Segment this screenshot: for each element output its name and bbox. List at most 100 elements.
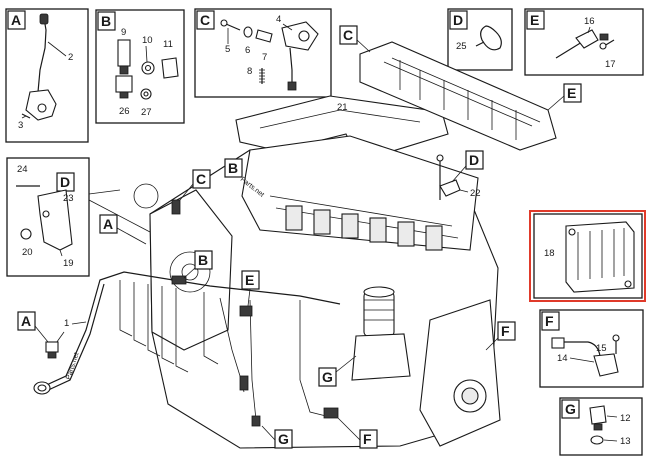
control-unit-fins — [577, 228, 625, 280]
inset-b: B 9 26 10 11 27 — [95, 9, 185, 124]
inset-g-letter: G — [565, 401, 576, 417]
washer-27-hole — [143, 91, 149, 97]
manifold-ports — [399, 60, 517, 140]
tag-a-main — [99, 214, 118, 234]
label-8: 8 — [247, 66, 252, 77]
tag-g-harness-leader — [261, 425, 276, 441]
leader-1 — [71, 321, 87, 325]
tag-f-harness-leader — [337, 417, 361, 441]
inset-e-frame — [524, 8, 644, 76]
label-14: 14 — [557, 353, 568, 364]
sensor-12 — [589, 405, 607, 425]
label-15: 15 — [596, 343, 607, 354]
bracket-callout-lines — [88, 189, 151, 233]
label-9: 9 — [121, 27, 126, 38]
sensor-9-tip — [119, 65, 129, 75]
manifold-lines — [383, 57, 541, 127]
inset-18-frame — [533, 213, 643, 299]
plug-11 — [161, 57, 179, 79]
inset-e-letter: E — [530, 12, 539, 28]
sleeve-8-ribs — [259, 69, 265, 83]
sensor-a-body — [45, 341, 59, 353]
tag-b-harness — [194, 250, 213, 270]
label-3: 3 — [18, 120, 23, 131]
sensor-plug-e — [239, 305, 253, 317]
oil-filter — [363, 291, 395, 337]
label-27: 27 — [141, 107, 152, 118]
drop-wire-5 — [175, 288, 189, 373]
tag-d-main — [465, 150, 484, 170]
flywheel-housing — [419, 299, 501, 447]
sensor-14-cable — [564, 341, 601, 357]
inset-b-frame — [95, 9, 185, 124]
sensor-4-port — [298, 30, 310, 42]
tag-b-main-letter: B — [228, 160, 238, 176]
label-21: 21 — [337, 102, 348, 113]
port-1 — [285, 205, 303, 231]
label-23: 23 — [63, 193, 74, 204]
sensor-26-body — [115, 75, 133, 93]
label-19: 19 — [63, 258, 74, 269]
head-ports — [285, 205, 443, 251]
inset-d: D 25 — [447, 8, 513, 71]
sensor-26-tip — [119, 91, 129, 99]
inset-bracket: D 24 23 20 19 — [6, 157, 90, 277]
tag-c-manifold-letter: C — [343, 27, 353, 43]
screw-5-head — [220, 19, 228, 27]
tag-e-manifold-leader — [547, 95, 565, 111]
sensor-plug — [39, 13, 49, 25]
leader-13 — [603, 439, 618, 442]
bracket-callout-circle — [133, 183, 159, 209]
mount-hole-1 — [568, 228, 576, 236]
tag-a-harness-letter: A — [21, 313, 31, 329]
sensor-14-body — [593, 353, 619, 377]
leader-10 — [145, 45, 148, 63]
clamp-25-tail — [475, 41, 485, 47]
spacer-7 — [255, 29, 273, 43]
leader-2 — [47, 41, 67, 57]
port-2 — [313, 209, 331, 235]
sensor-a-tip — [47, 351, 57, 359]
sensor-9 — [117, 39, 131, 67]
port-3 — [341, 213, 359, 239]
inset-d-frame — [447, 8, 513, 71]
sensor-4-plug — [287, 81, 297, 91]
inset-c-tag — [196, 10, 215, 30]
sensor-plug-g1 — [239, 375, 249, 391]
tag-f-main-letter: F — [501, 323, 510, 339]
highlight-frame — [529, 210, 646, 302]
inset-c: C 5 6 7 4 8 — [194, 8, 332, 98]
leader-16 — [587, 26, 591, 34]
inset-g-tag — [561, 399, 580, 419]
sensor-16-connector — [599, 33, 609, 41]
front-pulley-hub — [181, 263, 199, 281]
label-11: 11 — [163, 39, 173, 50]
inset-c-frame — [194, 8, 332, 98]
tag-g-main-leader — [335, 355, 357, 373]
harness-edge — [43, 283, 105, 393]
leader-4 — [282, 23, 293, 31]
bolt-17-head — [599, 42, 607, 50]
harness-connector-inner — [37, 384, 47, 392]
washer-6 — [243, 26, 253, 38]
leader-22 — [459, 189, 469, 193]
watermark-left: Parts.net — [65, 352, 80, 381]
tag-d-main-leader — [451, 165, 467, 183]
drop-wire-9 — [299, 300, 327, 417]
washer-10-hole — [144, 64, 152, 72]
inset-b-letter: B — [101, 13, 111, 29]
inset-a-tag — [7, 10, 26, 30]
engine-assembly: 21 22 — [149, 41, 557, 449]
tag-e-manifold-letter: E — [567, 85, 576, 101]
leader-14 — [569, 357, 595, 363]
tag-e-harness — [241, 270, 260, 290]
tag-e-harness-leader — [247, 288, 251, 307]
sensor-14-plug — [551, 337, 565, 349]
label-7: 7 — [262, 52, 267, 63]
tag-c-main-leader — [179, 183, 194, 201]
tag-f-main-leader — [485, 337, 499, 351]
label-26: 26 — [119, 106, 130, 117]
tag-g-main — [318, 367, 337, 387]
oil-filter-ribs — [364, 299, 394, 321]
leader-3 — [21, 115, 27, 119]
